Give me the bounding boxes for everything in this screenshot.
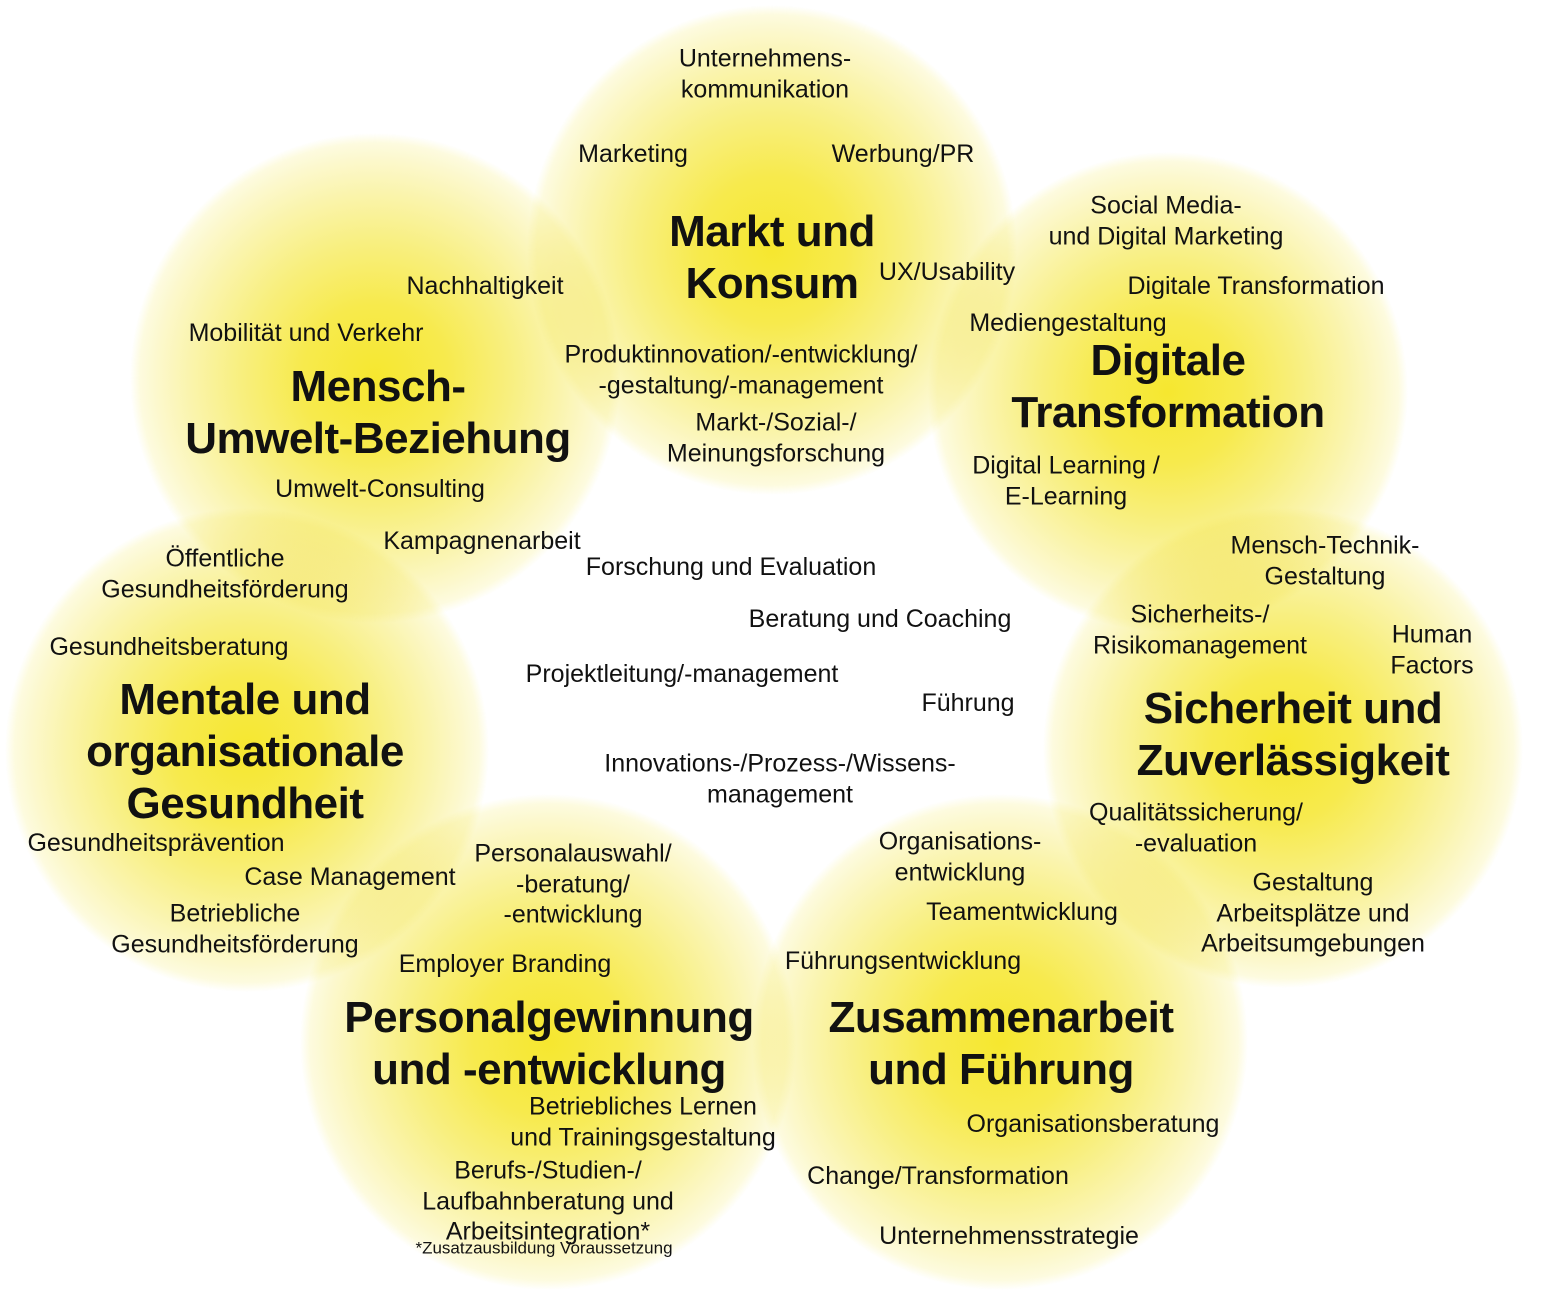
label-human-factors: Human Factors [1390, 620, 1474, 680]
label-unternehmenskommunikation: Unternehmens- kommunikation [678, 44, 852, 104]
label-beratung-coaching: Beratung und Coaching [748, 604, 1012, 633]
label-gesundheitsberatung: Gesundheitsberatung [49, 632, 289, 661]
label-berufsberatung: Berufs-/Studien-/ Laufbahnberatung und A… [422, 1156, 674, 1246]
label-projektleitung: Projektleitung/-management [525, 659, 839, 688]
label-social-media: Social Media- und Digital Marketing [1048, 191, 1284, 251]
title-sicherheit-zuverlaessigkeit: Sicherheit und Zuverlässigkeit [1136, 684, 1450, 785]
label-produktinnovation: Produktinnovation/-entwicklung/ -gestalt… [564, 340, 918, 400]
label-change-transformation: Change/Transformation [807, 1161, 1069, 1190]
title-personalgewinnung: Personalgewinnung und -entwicklung [344, 993, 754, 1094]
label-organisationsberatung: Organisationsberatung [966, 1109, 1220, 1138]
label-umwelt-consulting: Umwelt-Consulting [275, 474, 485, 503]
label-personalauswahl: Personalauswahl/ -beratung/ -entwicklung [474, 839, 672, 929]
label-employer-branding: Employer Branding [398, 949, 612, 978]
label-digitale-transformation: Digitale Transformation [1127, 271, 1385, 300]
label-werbung-pr: Werbung/PR [831, 139, 975, 168]
label-organisationsentwicklung: Organisations- entwicklung [878, 827, 1042, 887]
circle-zusammenarbeit-fuehrung [752, 794, 1248, 1290]
title-markt-und-konsum: Markt und Konsum [669, 207, 875, 308]
label-fuehrungsentwicklung: Führungsentwicklung [784, 946, 1022, 975]
label-betriebliches-lernen: Betriebliches Lernen und Trainingsgestal… [510, 1092, 776, 1152]
label-digital-learning: Digital Learning / E-Learning [972, 451, 1160, 511]
label-qualitaetssicherung: Qualitätssicherung/ -evaluation [1088, 798, 1304, 858]
label-oeffentliche-gesundheitsfoerderung: Öffentliche Gesundheitsförderung [101, 544, 349, 604]
label-risikomanagement: Sicherheits-/ Risikomanagement [1093, 600, 1307, 660]
label-mediengestaltung: Mediengestaltung [969, 308, 1167, 337]
label-gesundheitspraevention: Gesundheitsprävention [27, 828, 285, 857]
label-betriebliche-gesundheitsfoerderung: Betriebliche Gesundheitsförderung [111, 899, 359, 959]
label-teamentwicklung: Teamentwicklung [926, 897, 1118, 926]
label-kampagnenarbeit: Kampagnenarbeit [383, 526, 581, 555]
title-zusammenarbeit-fuehrung: Zusammenarbeit und Führung [828, 993, 1174, 1094]
label-fuehrung: Führung [921, 688, 1015, 717]
label-nachhaltigkeit: Nachhaltigkeit [406, 271, 564, 300]
label-ux-usability: UX/Usability [878, 257, 1016, 286]
label-innovationsmanagement: Innovations-/Prozess-/Wissens- managemen… [604, 749, 956, 809]
label-mobilitaet-verkehr: Mobilität und Verkehr [188, 318, 424, 347]
footnote-zusatzausbildung: *Zusatzausbildung Voraussetzung [415, 1238, 673, 1258]
title-digitale-transformation: Digitale Transformation [1011, 336, 1325, 437]
label-forschung-evaluation: Forschung und Evaluation [585, 552, 877, 581]
label-gestaltung-arbeitsplaetze: Gestaltung Arbeitsplätze und Arbeitsumge… [1201, 868, 1425, 958]
title-mentale-gesundheit: Mentale und organisationale Gesundheit [86, 675, 404, 828]
label-marktforschung: Markt-/Sozial-/ Meinungsforschung [666, 408, 886, 468]
label-mensch-technik: Mensch-Technik- Gestaltung [1230, 531, 1420, 591]
label-marketing: Marketing [578, 139, 688, 168]
circle-personalgewinnung [300, 794, 796, 1290]
label-case-management: Case Management [244, 862, 456, 891]
label-unternehmensstrategie: Unternehmensstrategie [879, 1221, 1139, 1250]
title-mensch-umwelt-beziehung: Mensch- Umwelt-Beziehung [185, 362, 571, 463]
